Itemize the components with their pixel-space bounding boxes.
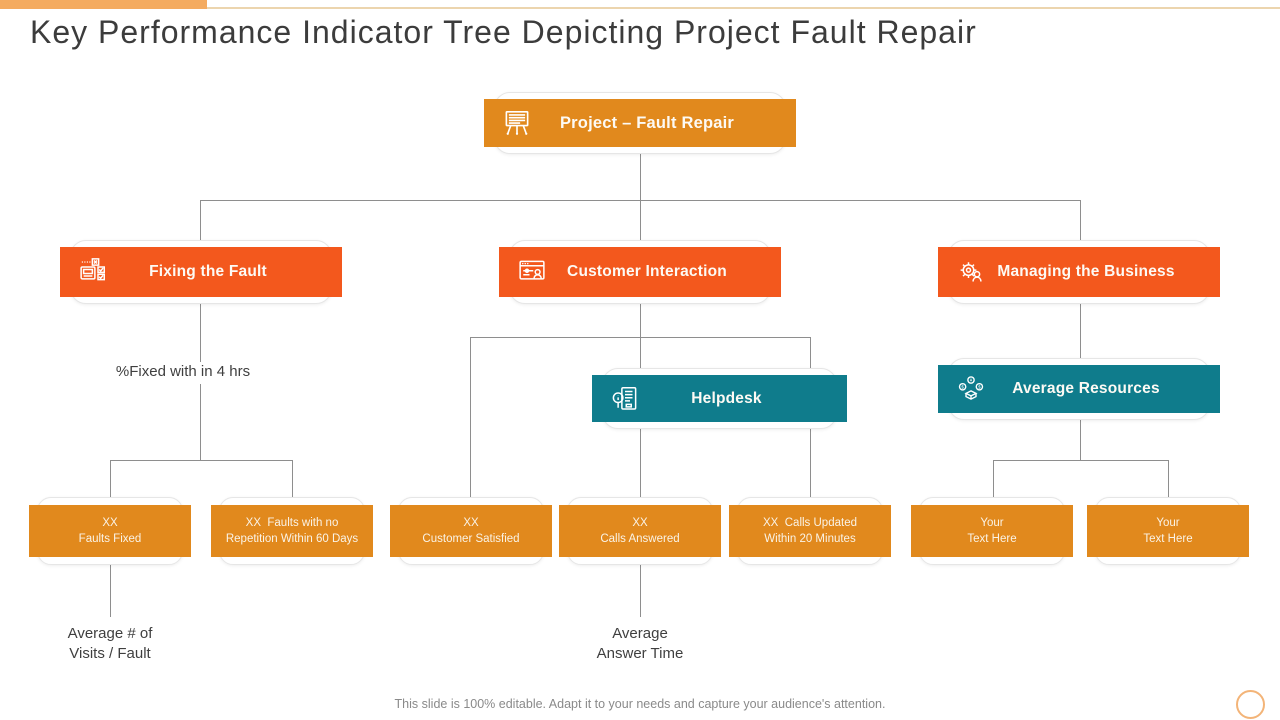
connector-line bbox=[640, 148, 641, 200]
top-accent-bar bbox=[0, 0, 207, 9]
connector-line bbox=[110, 557, 111, 617]
node-label: Your bbox=[1156, 517, 1180, 529]
gear-person-icon bbox=[956, 257, 986, 287]
connector-line bbox=[993, 460, 1168, 461]
connector-line bbox=[292, 460, 293, 505]
node-label: Faults Fixed bbox=[78, 533, 142, 545]
node-label: Helpdesk bbox=[691, 389, 762, 407]
annotation-avg-answer-time: Average Answer Time bbox=[555, 624, 725, 664]
node-customer-interaction[interactable]: Customer Interaction bbox=[499, 240, 781, 304]
node-customer-satisfied[interactable]: XX Customer Satisfied bbox=[390, 497, 552, 565]
editable-note: This slide is 100% editable. Adapt it to… bbox=[394, 697, 886, 711]
connector-line bbox=[640, 557, 641, 617]
svg-text:¥: ¥ bbox=[970, 378, 973, 383]
annotation-fixed-within-4hrs: %Fixed with in 4 hrs bbox=[88, 362, 278, 384]
annotation-line: Average # of bbox=[67, 625, 153, 642]
connector-line bbox=[110, 460, 111, 505]
connector-line bbox=[1168, 460, 1169, 505]
node-label: Managing the Business bbox=[997, 263, 1175, 280]
node-label: XX bbox=[632, 517, 648, 529]
connector-line bbox=[110, 460, 292, 461]
annotation-line: Answer Time bbox=[596, 645, 684, 662]
node-calls-answered[interactable]: XX Calls Answered bbox=[559, 497, 721, 565]
node-label: Customer Interaction bbox=[567, 263, 727, 280]
node-average-resources[interactable]: ¥ $ $ Average Resources bbox=[938, 358, 1220, 420]
page-title: Key Performance Indicator Tree Depicting… bbox=[30, 14, 977, 50]
node-project-fault-repair[interactable]: Project – Fault Repair bbox=[484, 92, 796, 154]
presentation-board-icon bbox=[502, 108, 532, 138]
top-accent-line bbox=[0, 7, 1280, 9]
resources-box-icon: ¥ $ $ bbox=[956, 374, 986, 404]
connector-line bbox=[470, 337, 810, 338]
svg-text:$: $ bbox=[978, 384, 981, 389]
annotation-line: Visits / Fault bbox=[69, 645, 151, 662]
node-label: Average Resources bbox=[1012, 380, 1160, 397]
node-label: Project – Fault Repair bbox=[559, 113, 735, 132]
node-calls-updated[interactable]: XX Calls Updated Within 20 Minutes bbox=[729, 497, 891, 565]
svg-text:$: $ bbox=[961, 384, 964, 389]
connector-line bbox=[1080, 200, 1081, 247]
node-label: Text Here bbox=[1143, 533, 1193, 545]
node-fixing-the-fault[interactable]: Fixing the Fault bbox=[60, 240, 342, 304]
node-label: Your bbox=[980, 517, 1004, 529]
node-label: XX bbox=[102, 517, 118, 529]
node-label: Customer Satisfied bbox=[422, 533, 520, 545]
node-your-text-here-2[interactable]: Your Text Here bbox=[1087, 497, 1249, 565]
annotation-avg-visits-per-fault: Average # of Visits / Fault bbox=[25, 624, 195, 664]
annotation-line: Average bbox=[612, 625, 668, 642]
node-label: Fixing the Fault bbox=[149, 263, 267, 280]
connector-line bbox=[640, 200, 641, 247]
node-helpdesk[interactable]: Helpdesk bbox=[592, 368, 847, 429]
node-label: XX Faults with no bbox=[245, 517, 339, 529]
node-faults-no-repetition[interactable]: XX Faults with no Repetition Within 60 D… bbox=[211, 497, 373, 565]
node-label: Calls Answered bbox=[600, 533, 680, 545]
node-faults-fixed[interactable]: XX Faults Fixed bbox=[29, 497, 191, 565]
helpdesk-magnifier-icon bbox=[610, 384, 640, 414]
connector-line bbox=[200, 200, 201, 247]
connector-line bbox=[1080, 413, 1081, 460]
customer-screen-icon bbox=[517, 257, 547, 287]
node-your-text-here-1[interactable]: Your Text Here bbox=[911, 497, 1073, 565]
node-label: Text Here bbox=[967, 533, 1017, 545]
node-managing-the-business[interactable]: Managing the Business bbox=[938, 240, 1220, 304]
node-label: Repetition Within 60 Days bbox=[225, 533, 359, 545]
corner-circle-decoration bbox=[1236, 690, 1265, 719]
fault-checklist-icon bbox=[78, 257, 108, 287]
node-label: Within 20 Minutes bbox=[764, 533, 856, 545]
connector-line bbox=[1080, 297, 1081, 365]
connector-line bbox=[470, 337, 471, 505]
node-label: XX Calls Updated bbox=[763, 517, 857, 529]
connector-line bbox=[993, 460, 994, 505]
node-label: XX bbox=[463, 517, 479, 529]
